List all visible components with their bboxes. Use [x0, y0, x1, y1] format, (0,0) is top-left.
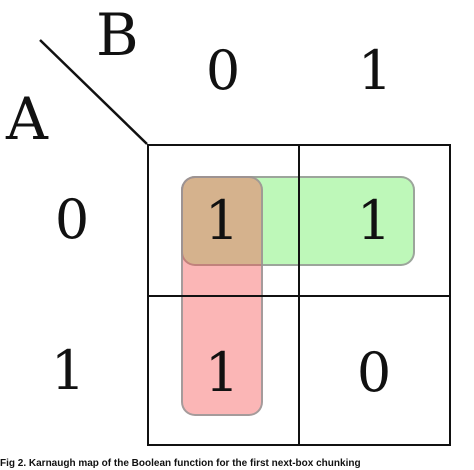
row-header-0: 0: [54, 188, 90, 251]
grid-horizontal-divider: [147, 295, 451, 297]
column-header-1: 1: [357, 39, 393, 102]
cell-a1-b0: 1: [204, 341, 240, 404]
row-variable-label: A: [6, 85, 48, 153]
cell-a1-b1: 0: [356, 341, 392, 404]
row-header-1: 1: [50, 339, 86, 402]
cell-a0-b1: 1: [356, 189, 392, 252]
cell-a0-b0: 1: [204, 189, 240, 252]
column-header-0: 0: [205, 39, 241, 102]
figure-caption: Fig 2. Karnaugh map of the Boolean funct…: [0, 458, 361, 469]
column-variable-label: B: [96, 1, 139, 69]
